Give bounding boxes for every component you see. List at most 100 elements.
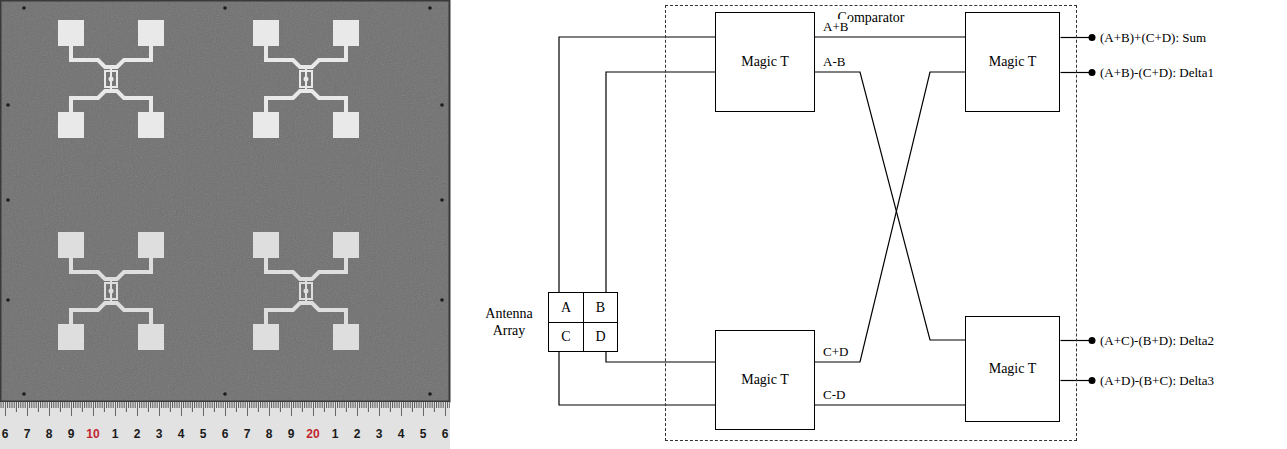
antenna-element: A — [549, 293, 584, 323]
ruler-number: 9 — [68, 427, 75, 441]
magic-tee: Magic T — [715, 12, 815, 112]
label-holder: 3 — [156, 426, 163, 442]
antenna-photo — [0, 0, 452, 449]
ruler-number: 6 — [222, 427, 229, 441]
label-holder: (A+B)+(C+D): Sum — [1100, 30, 1206, 46]
signal-label: A+B — [823, 19, 848, 34]
label-holder: 4 — [178, 426, 185, 442]
ruler-number: 6 — [442, 427, 449, 441]
comparator-box: ComparatorMagic TMagic TMagic TMagic T — [665, 5, 1077, 441]
mounting-hole — [6, 6, 444, 396]
label-holder: 20 — [306, 426, 319, 442]
ruler-number: 7 — [244, 427, 251, 441]
signal-line — [606, 351, 715, 362]
text-holder: Magic T — [966, 13, 1059, 111]
label-holder: 10 — [86, 426, 99, 442]
array-label: Antenna Array — [485, 306, 532, 338]
ruler-number: 8 — [46, 427, 53, 441]
ruler-number: 10 — [86, 427, 99, 441]
antenna-element: B — [584, 293, 617, 323]
label-holder: 5 — [420, 426, 427, 442]
element-letter: D — [595, 329, 605, 345]
label-holder: 7 — [24, 426, 31, 442]
magic-tee-label: Magic T — [741, 372, 789, 388]
magic-tee: Magic T — [965, 12, 1060, 112]
antenna-array: Antenna ArrayABCD — [548, 292, 618, 352]
line-label-holder: A-B — [821, 54, 847, 69]
signal-line — [815, 72, 965, 340]
ruler-number: 1 — [332, 427, 339, 441]
label-holder: (A+D)-(B+C): Delta3 — [1100, 373, 1214, 389]
port-label: (A+B)-(C+D): Delta1 — [1100, 65, 1214, 80]
ruler-number: 3 — [156, 427, 163, 441]
magic-tee-label: Magic T — [741, 54, 789, 70]
signal-line — [559, 351, 715, 405]
signal-label: C+D — [823, 344, 848, 359]
substrate-texture — [0, 0, 450, 402]
signal-label: A-B — [823, 54, 845, 69]
substrate — [0, 0, 450, 402]
ruler-number: 7 — [24, 427, 31, 441]
signal-line — [815, 404, 965, 405]
ruler-number: 3 — [376, 427, 383, 441]
ruler-number: 1 — [112, 427, 119, 441]
magic-tee-label: Magic T — [989, 361, 1037, 377]
magic-tee-label: Magic T — [989, 54, 1037, 70]
ruler-number: 2 — [134, 427, 141, 441]
line-label-holder: C-D — [821, 387, 847, 402]
ruler-number: 4 — [398, 427, 405, 441]
label-holder: 4 — [398, 426, 405, 442]
terminal-dot — [1089, 34, 1096, 41]
element-letter: A — [561, 300, 571, 316]
magic-tee: Magic T — [715, 330, 815, 430]
antenna-element: C — [549, 323, 584, 351]
signal-label: C-D — [823, 387, 845, 402]
port-label: (A+D)-(B+C): Delta3 — [1100, 373, 1214, 388]
port-label: (A+B)+(C+D): Sum — [1100, 30, 1206, 45]
ruler — [0, 402, 450, 449]
ruler-number: 5 — [200, 427, 207, 441]
terminal-dot — [1089, 377, 1096, 384]
signal-line — [815, 36, 965, 37]
signal-line — [606, 72, 715, 293]
label-holder: 6 — [442, 426, 449, 442]
label-holder: 9 — [288, 426, 295, 442]
label-holder: 1 — [332, 426, 339, 442]
line-label-holder: A+B — [821, 19, 850, 34]
text-holder: Magic T — [716, 331, 814, 429]
signal-line — [815, 72, 965, 362]
label-holder: 3 — [376, 426, 383, 442]
ruler-number: 2 — [354, 427, 361, 441]
element-letter: B — [596, 300, 605, 316]
patch-subarray — [58, 20, 164, 138]
text-holder: Magic T — [966, 317, 1059, 421]
antenna-element: D — [584, 323, 617, 351]
ruler-number: 20 — [306, 427, 319, 441]
line-label-holder: C+D — [821, 344, 850, 359]
label-holder: 2 — [354, 426, 361, 442]
magic-tee: Magic T — [965, 316, 1060, 422]
terminal-dot — [1089, 337, 1096, 344]
ruler-number: 8 — [266, 427, 273, 441]
label-holder: 9 — [68, 426, 75, 442]
terminal-dot — [1089, 69, 1096, 76]
label-holder: (A+C)-(B+D): Delta2 — [1100, 333, 1214, 349]
patch-subarray — [58, 232, 164, 350]
board-edge — [1, 1, 450, 402]
text-holder: Antenna Array — [477, 305, 541, 339]
ruler-number: 9 — [288, 427, 295, 441]
text-holder: D — [584, 323, 617, 351]
ruler-number: 5 — [420, 427, 427, 441]
port-label: (A+C)-(B+D): Delta2 — [1100, 333, 1214, 348]
label-holder: 6 — [2, 426, 9, 442]
element-letter: C — [561, 329, 570, 345]
label-holder: 5 — [200, 426, 207, 442]
label-holder: 1 — [112, 426, 119, 442]
ruler-number: 4 — [178, 427, 185, 441]
signal-line — [559, 37, 715, 293]
ruler-ticks — [0, 402, 450, 422]
label-holder: 7 — [244, 426, 251, 442]
ruler-number: 6 — [2, 427, 9, 441]
